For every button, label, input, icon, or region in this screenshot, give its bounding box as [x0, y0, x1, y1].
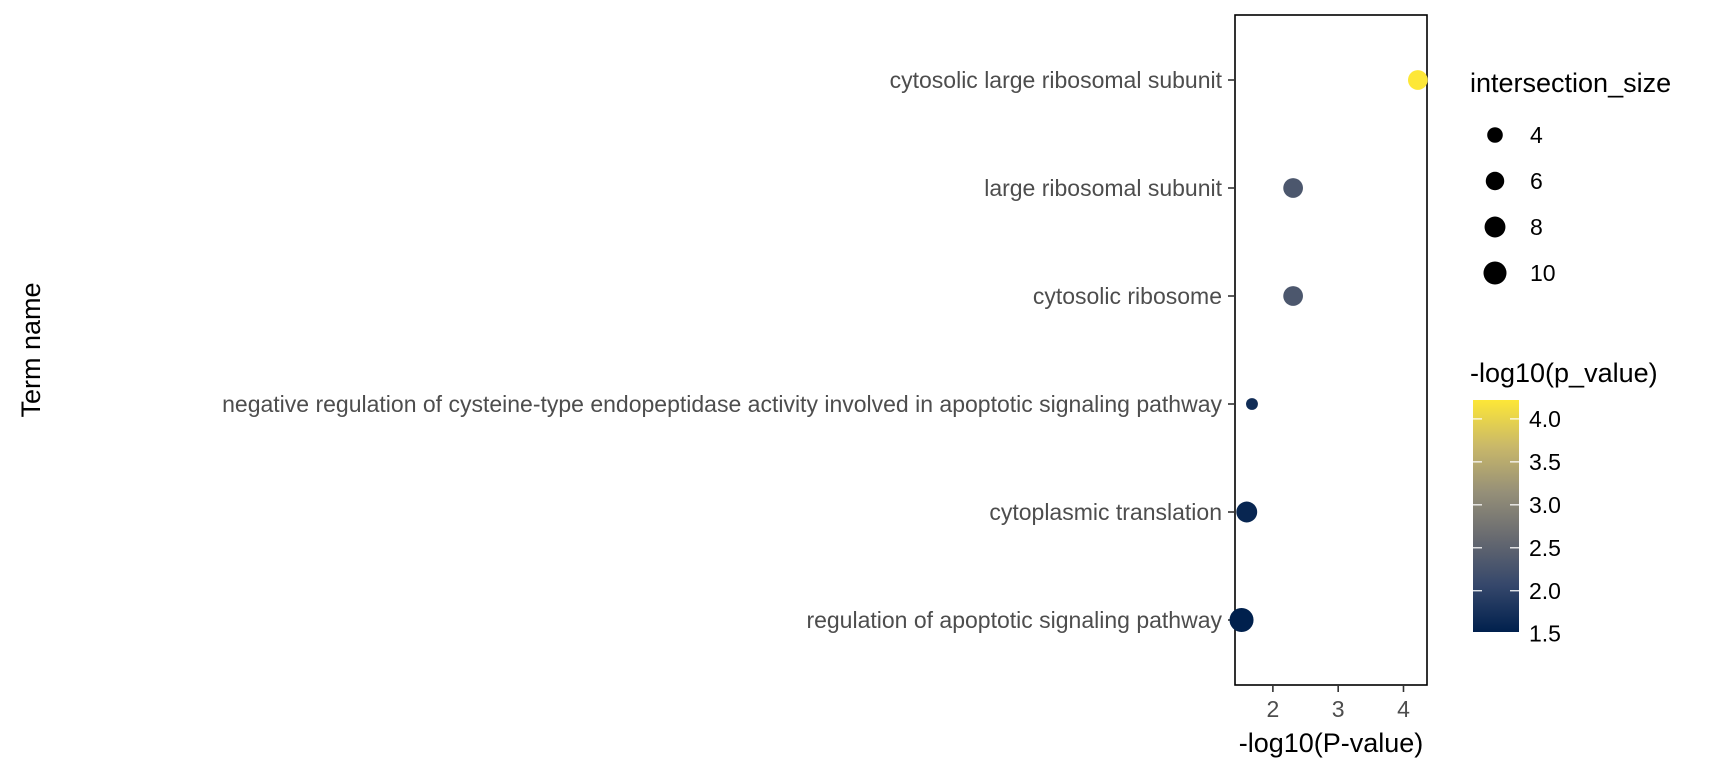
size-legend-key — [1487, 127, 1503, 143]
color-legend: -log10(p_value) 1.5 2.0 2.5 3.0 3.5 4.0 — [1470, 358, 1658, 647]
y-axis: cytosolic large ribosomal subunit large r… — [222, 67, 1235, 633]
size-legend: intersection_size 4 6 8 10 — [1470, 68, 1671, 286]
x-tick-label: 3 — [1332, 696, 1345, 722]
colorbar-tick-label: 4.0 — [1529, 406, 1561, 432]
colorbar-tick-label: 2.5 — [1529, 535, 1561, 561]
plot-panel — [1234, 14, 1428, 686]
size-legend-label: 4 — [1530, 122, 1543, 148]
size-legend-key — [1483, 261, 1507, 285]
color-legend-title: -log10(p_value) — [1470, 358, 1658, 388]
x-axis-title: -log10(P-value) — [1239, 728, 1424, 758]
y-tick-label: negative regulation of cysteine-type end… — [222, 391, 1222, 417]
size-legend-label: 10 — [1530, 260, 1556, 286]
y-tick-label: cytosolic large ribosomal subunit — [890, 67, 1223, 93]
data-point — [1283, 286, 1303, 306]
data-point — [1236, 501, 1258, 523]
y-tick-label: cytoplasmic translation — [989, 499, 1222, 525]
data-point — [1283, 178, 1303, 198]
colorbar — [1473, 400, 1519, 632]
size-legend-key — [1485, 171, 1505, 191]
y-tick-label: regulation of apoptotic signaling pathwa… — [806, 607, 1222, 633]
colorbar-tick-label: 3.5 — [1529, 449, 1561, 475]
x-tick-label: 2 — [1266, 696, 1279, 722]
colorbar-tick-label: 1.5 — [1529, 621, 1561, 647]
y-tick-label: large ribosomal subunit — [984, 175, 1222, 201]
data-point — [1407, 70, 1428, 90]
data-point — [1229, 607, 1254, 633]
size-legend-label: 6 — [1530, 168, 1543, 194]
x-axis: 2 3 4 — [1266, 685, 1410, 722]
colorbar-tick-label: 2.0 — [1529, 578, 1561, 604]
y-axis-title: Term name — [16, 282, 46, 417]
colorbar-tick-label: 3.0 — [1529, 492, 1561, 518]
y-tick-label: cytosolic ribosome — [1033, 283, 1222, 309]
data-points — [1229, 70, 1428, 633]
x-tick-label: 4 — [1397, 696, 1410, 722]
size-legend-title: intersection_size — [1470, 68, 1671, 98]
data-point — [1246, 398, 1258, 410]
size-legend-key — [1484, 216, 1506, 238]
size-legend-label: 8 — [1530, 214, 1543, 240]
